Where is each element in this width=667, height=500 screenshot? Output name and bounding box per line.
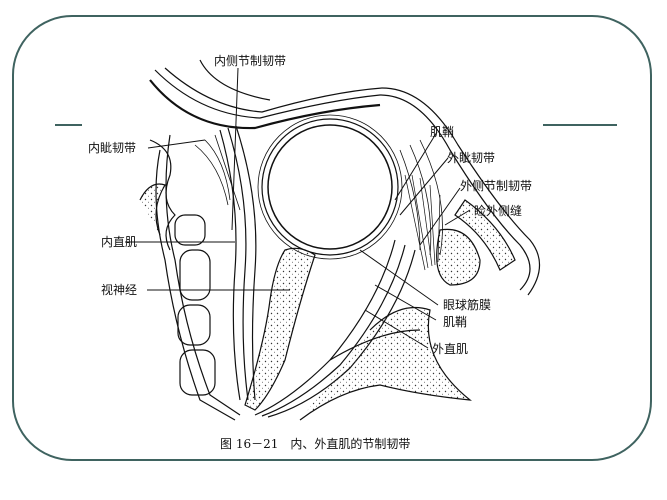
label-medial-check-ligament: 内侧节制韧带	[214, 54, 287, 68]
decorative-line-right	[543, 124, 617, 126]
label-lateral-rectus: 外直肌	[432, 342, 469, 356]
label-lateral-check-ligament: 外侧节制韧带	[460, 179, 533, 193]
label-muscle-sheath-upper: 肌鞘	[430, 125, 455, 139]
label-lateral-palpebral-raphe: 睑外侧缝	[474, 204, 523, 218]
label-optic-nerve: 视神经	[101, 283, 138, 297]
label-lateral-canthal-ligament: 外眦韧带	[447, 151, 496, 165]
label-tenon-capsule: 眼球筋膜	[443, 298, 492, 312]
figure-caption: 图 16－21 内、外直肌的节制韧带	[220, 437, 411, 451]
label-medial-rectus: 内直肌	[101, 235, 138, 249]
label-medial-canthal-ligament: 内眦韧带	[88, 141, 137, 155]
label-muscle-sheath-lower: 肌鞘	[443, 315, 468, 329]
decorative-line-left	[55, 124, 82, 126]
